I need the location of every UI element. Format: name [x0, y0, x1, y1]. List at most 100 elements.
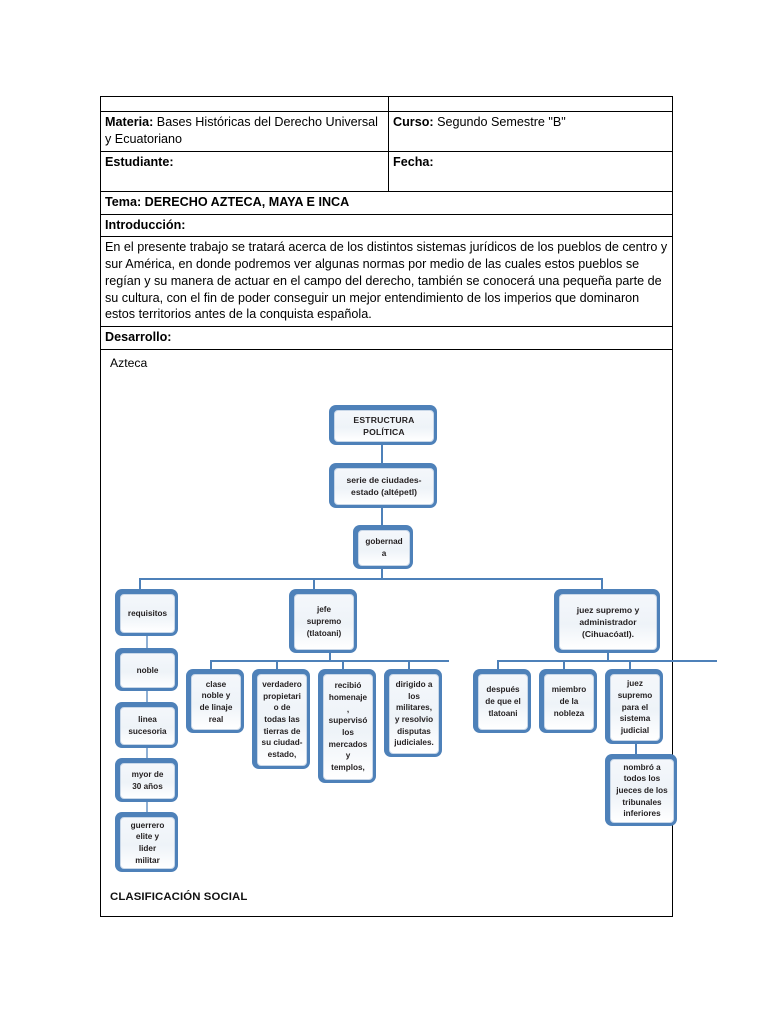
node-linea-sucesoria: linea sucesoria: [115, 701, 178, 748]
table-row-diagram: Azteca CLASIFICACIÓN SOCIAL: [100, 348, 717, 917]
node-gobernada: gobernad a: [353, 524, 413, 569]
connector-bus-jefe: [211, 659, 449, 662]
node-label: juez supremo para el sistema judicial: [617, 679, 653, 735]
fecha-label: Fecha:: [393, 155, 434, 169]
estudiante-cell: Estudiante:: [100, 151, 389, 192]
node-label: myor de 30 años: [131, 770, 164, 791]
connector-drop-dirigido: [408, 659, 410, 670]
connector-myor-to-guerrero: [146, 800, 148, 813]
node-verdadero-propietario-tierras: verdadero propietari o de todas las tier…: [252, 668, 310, 769]
node-face: recibió homenaje , supervisó los mercado…: [323, 673, 373, 780]
node-face: nombró a todos los jueces de los tribuna…: [610, 758, 674, 823]
connector-drop-verdadero: [276, 659, 278, 670]
connector-drop-clase: [210, 659, 212, 670]
curso-label: Curso:: [393, 115, 434, 129]
introduccion-header-cell: Introducción:: [100, 213, 673, 238]
materia-value: Bases Históricas del Derecho Universal y…: [105, 115, 378, 146]
node-recibio-homenaje-supervisio: recibió homenaje , supervisó los mercado…: [318, 668, 376, 783]
node-juez-supremo-sistema-judicial: juez supremo para el sistema judicial: [605, 668, 663, 744]
node-face: myor de 30 años: [120, 762, 175, 799]
node-face: linea sucesoria: [120, 706, 175, 745]
materia-cell: Materia: Bases Históricas del Derecho Un…: [100, 111, 389, 152]
table-row-desarrollo-header: Desarrollo:: [100, 326, 673, 350]
connector-ciudades-to-gobernada: [381, 505, 383, 526]
connector-drop-recibio: [342, 659, 344, 670]
node-guerrero-elite-lider-militar: guerrero elite y lider militar: [115, 811, 178, 872]
table-row-materia: Materia: Bases Históricas del Derecho Un…: [100, 111, 673, 152]
node-mayor-de-30-anios: myor de 30 años: [115, 757, 178, 802]
connector-drop-juez: [601, 577, 603, 590]
node-despues-de-que-tlatoani: después de que el tlatoani: [473, 668, 531, 733]
connector-requisitos-to-noble: [146, 635, 148, 649]
connector-linea-to-myor: [146, 746, 148, 759]
node-label: linea sucesoria: [128, 715, 167, 736]
connector-noble-to-linea: [146, 689, 148, 703]
estudiante-label: Estudiante:: [105, 155, 174, 169]
node-face: dirigido a los militares, y resolvio dis…: [389, 673, 439, 754]
node-face: miembro de la nobleza: [544, 673, 594, 730]
node-juez-supremo-administrador: juez supremo y administrador (Cihuacóatl…: [554, 588, 660, 653]
node-label: dirigido a los militares, y resolvio dis…: [394, 679, 434, 748]
node-face: juez supremo para el sistema judicial: [610, 673, 660, 741]
connector-drop-despues: [497, 659, 499, 670]
tema-value: DERECHO AZTECA, MAYA E INCA: [144, 195, 350, 209]
desarrollo-label: Desarrollo:: [105, 330, 172, 345]
node-label: nombró a todos los jueces de los tribuna…: [616, 762, 668, 819]
node-face: noble: [120, 652, 175, 688]
node-label: gobernad a: [365, 537, 403, 558]
node-label: miembro de la nobleza: [551, 685, 587, 718]
tema-cell: Tema: DERECHO AZTECA, MAYA E INCA: [100, 191, 673, 215]
node-jefe-supremo-tlatoani: jefe supremo (tlatoani): [289, 588, 357, 653]
connector-drop-miembro: [563, 659, 565, 670]
node-label: clase noble y de linaje real: [199, 679, 233, 724]
node-face: serie de ciudades- estado (altépetl): [334, 467, 434, 505]
connector-juezsistema-to-nombro: [635, 741, 637, 755]
introduccion-paragraph: En el presente trabajo se tratará acerca…: [105, 240, 668, 322]
diagram-cell: Azteca CLASIFICACIÓN SOCIAL: [100, 348, 717, 917]
curso-value: Segundo Semestre "B": [437, 115, 566, 129]
node-label: después de que el tlatoani: [485, 685, 521, 718]
node-label: juez supremo y administrador (Cihuacóatl…: [576, 604, 640, 639]
materia-label: Materia:: [105, 115, 154, 129]
table-spacer-row: [100, 96, 673, 112]
node-serie-ciudades-estado: serie de ciudades- estado (altépetl): [329, 462, 437, 508]
assignment-table: Materia: Bases Históricas del Derecho Un…: [100, 96, 717, 917]
connector-bus-overflow: [665, 659, 717, 662]
node-face: verdadero propietari o de todas las tier…: [257, 673, 307, 766]
node-label: requisitos: [127, 608, 168, 618]
node-noble: noble: [115, 647, 178, 691]
clasificacion-social-label: CLASIFICACIÓN SOCIAL: [110, 890, 248, 903]
connector-jefe-down: [329, 651, 331, 662]
tema-label: Tema:: [105, 195, 142, 209]
node-clase-noble-linaje-real: clase noble y de linaje real: [186, 668, 244, 733]
desarrollo-header-cell: Desarrollo:: [100, 326, 673, 350]
node-label: recibió homenaje , supervisó los mercado…: [328, 681, 368, 772]
connector-bus-juez: [498, 659, 685, 662]
node-label: noble: [136, 665, 159, 675]
connector-estructura-to-ciudades: [381, 442, 383, 464]
node-estructura-politica: ESTRUCTURA POLÍTICA: [329, 404, 437, 445]
node-face: requisitos: [120, 593, 175, 633]
node-nombro-jueces-tribunales-inferiores: nombró a todos los jueces de los tribuna…: [605, 753, 677, 826]
fecha-cell: Fecha:: [388, 151, 673, 192]
azteca-org-chart: Azteca CLASIFICACIÓN SOCIAL: [105, 352, 717, 913]
node-label: ESTRUCTURA POLÍTICA: [353, 414, 415, 437]
node-label: serie de ciudades- estado (altépetl): [346, 475, 422, 498]
connector-drop-juezsistema: [629, 659, 631, 670]
introduccion-label: Introducción:: [105, 217, 186, 232]
table-row-introduccion-header: Introducción:: [100, 213, 673, 238]
node-requisitos: requisitos: [115, 588, 178, 636]
introduccion-body-cell: En el presente trabajo se tratará acerca…: [100, 236, 673, 328]
connector-drop-requisitos: [139, 577, 141, 590]
spacer-cell-right: [388, 96, 673, 112]
azteca-subtitle: Azteca: [110, 355, 148, 370]
connector-bus-main: [140, 577, 603, 580]
node-face: juez supremo y administrador (Cihuacóatl…: [559, 593, 657, 650]
connector-drop-jefe: [313, 577, 315, 590]
node-face: jefe supremo (tlatoani): [294, 593, 354, 650]
curso-cell: Curso: Segundo Semestre "B": [388, 111, 673, 152]
connector-juez-down: [607, 651, 609, 662]
table-row-introduccion-body: En el presente trabajo se tratará acerca…: [100, 236, 673, 328]
node-face: después de que el tlatoani: [478, 673, 528, 730]
